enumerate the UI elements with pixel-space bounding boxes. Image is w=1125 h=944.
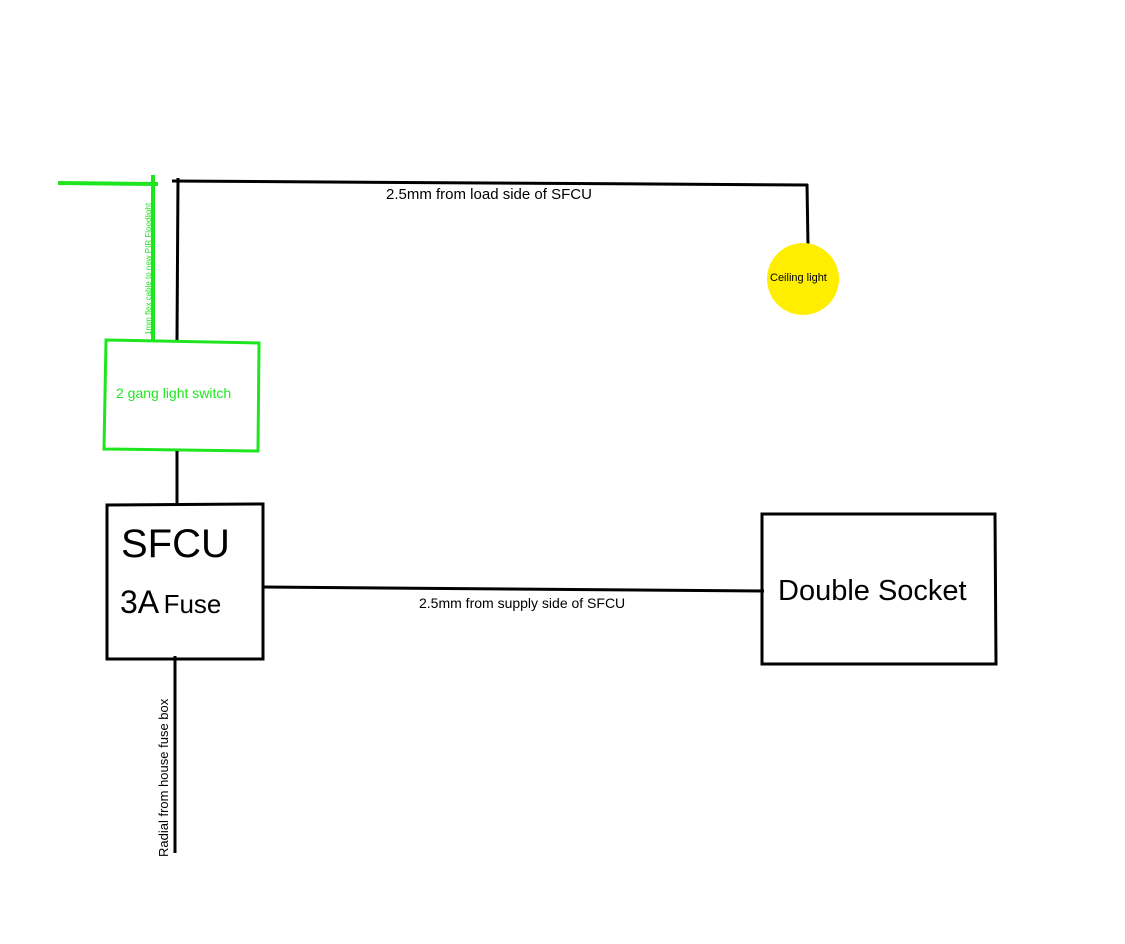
radial-label: Radial from house fuse box [156,698,171,857]
supply-wire [262,585,765,593]
load-wire-label: 2.5mm from load side of SFCU [386,186,592,203]
flex-cable-horizontal [57,181,159,186]
switch-box-outline [102,338,261,453]
flex-cable-label: 1mm flex cable to new PIR Floodlight [144,202,153,335]
switch-label: 2 gang light switch [116,385,232,401]
switch-to-top-wire [175,177,180,341]
load-wire-horizontal [171,179,809,187]
ceiling-light-label: Ceiling light [770,272,827,284]
socket-box-outline [760,512,998,666]
supply-wire-label: 2.5mm from supply side of SFCU [419,595,626,611]
socket-label: Double Socket [778,575,967,607]
load-wire-drop [805,183,810,247]
fuse-word: Fuse [163,589,222,619]
ceiling-light-bulb [767,243,839,315]
sfcu-fuse-rating: 3A Fuse [120,584,221,621]
fuse-rating-value: 3A [120,584,160,620]
sfcu-box-outline [105,502,265,661]
sfcu-title: SFCU [121,522,230,566]
